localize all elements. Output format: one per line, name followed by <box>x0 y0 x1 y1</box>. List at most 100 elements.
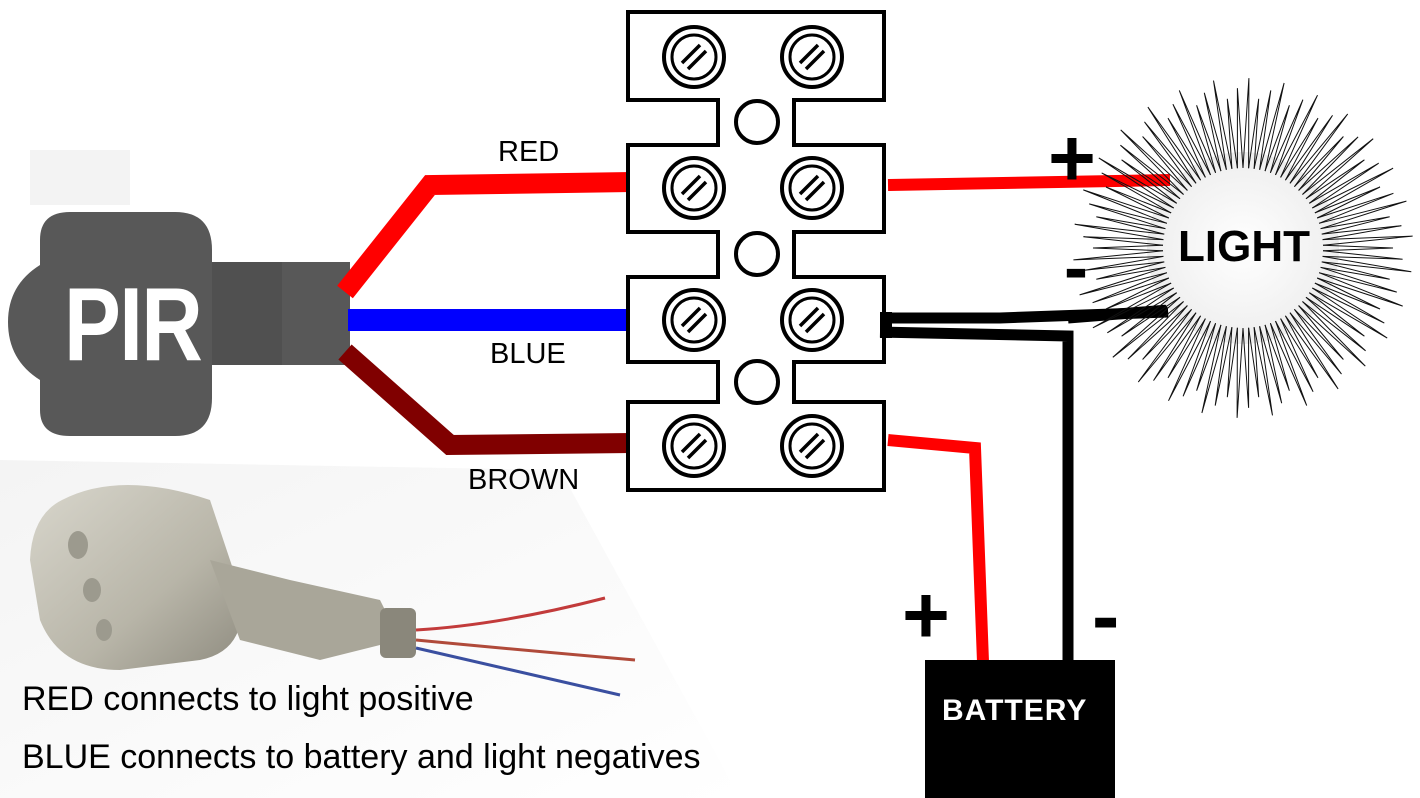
terminal-block <box>626 10 886 492</box>
light-ray <box>1284 312 1339 390</box>
screw-head <box>670 422 718 470</box>
light-positive-wire <box>887 174 1171 191</box>
screw-slot <box>798 432 826 460</box>
brown-wire <box>338 344 633 456</box>
light-label: LIGHT <box>1178 222 1310 271</box>
photo-blue-wire <box>415 646 621 697</box>
light-ray <box>1079 266 1168 296</box>
light-ray <box>1121 159 1181 204</box>
screw-slot <box>680 306 708 334</box>
light-ray <box>1305 159 1365 204</box>
screw-head <box>788 422 836 470</box>
light-ray <box>1242 327 1250 408</box>
light-ray <box>1213 80 1233 170</box>
light-ray <box>1302 138 1374 200</box>
light-ray <box>1275 94 1318 178</box>
light-ray <box>1226 327 1238 398</box>
terminal-screws <box>662 25 844 478</box>
light-minus-sign: - <box>1064 228 1088 308</box>
light-ray <box>1317 192 1394 224</box>
light-ray <box>1318 266 1397 293</box>
light-plus-sign: + <box>1048 113 1096 204</box>
light-ray <box>1253 90 1272 170</box>
sensor-head <box>30 485 242 670</box>
light-ray <box>1259 324 1283 404</box>
screw-head <box>670 296 718 344</box>
light-ray <box>1096 261 1166 280</box>
screw-head <box>788 33 836 81</box>
light-ray <box>1289 309 1342 375</box>
battery-minus-sign: - <box>1092 571 1120 662</box>
light-ray <box>1142 136 1192 191</box>
light-ray <box>1153 312 1202 381</box>
light-ray <box>1236 88 1244 169</box>
light-ray <box>1092 282 1174 329</box>
light-ray <box>1201 324 1227 414</box>
pir-neck <box>212 262 282 365</box>
light-ray <box>1314 186 1381 219</box>
photo-artifact <box>30 150 130 205</box>
light-ray <box>1214 326 1233 406</box>
light-ray <box>1248 327 1260 398</box>
sensor-lens-icon <box>68 531 88 559</box>
light-ray <box>1312 167 1394 214</box>
red-wire <box>337 172 633 299</box>
light-ray <box>1302 296 1366 352</box>
light-ray <box>1305 292 1365 337</box>
screw-head <box>788 296 836 344</box>
light-ray <box>1309 162 1379 209</box>
light-bulb-icon <box>1073 78 1413 418</box>
light-ray <box>1280 315 1319 379</box>
battery-positive-wire <box>887 434 989 663</box>
photo-red-wire <box>415 596 606 632</box>
light-ray <box>1120 144 1184 200</box>
light-ray <box>1137 309 1197 383</box>
light-ray <box>1112 296 1184 358</box>
light-ray <box>1322 235 1413 246</box>
light-ray <box>1172 103 1211 178</box>
light-ray <box>1167 315 1206 379</box>
light-ray <box>1226 98 1238 169</box>
light-ray <box>1236 327 1244 418</box>
light-ray <box>1269 99 1304 176</box>
light-ray <box>1320 216 1390 235</box>
battery-plus-sign: + <box>902 570 950 661</box>
light-ray <box>1083 189 1169 224</box>
light-ray <box>1321 255 1412 273</box>
light-ray <box>1168 318 1211 402</box>
light-rays <box>1073 78 1413 418</box>
light-ray <box>1322 250 1403 260</box>
light-ray <box>1084 255 1165 271</box>
light-ray <box>1269 320 1308 406</box>
screw-slot <box>798 174 826 202</box>
light-ray <box>1294 305 1344 360</box>
light-ray <box>1309 287 1388 339</box>
light-ray <box>1317 272 1403 307</box>
light-ray <box>1147 106 1202 184</box>
light-ray <box>1259 82 1285 172</box>
pir-sensor <box>8 212 350 436</box>
light-ray <box>1107 287 1177 334</box>
light-ray <box>1298 136 1359 195</box>
light-ray <box>1098 157 1177 209</box>
light-ray <box>1105 186 1172 219</box>
light-ray <box>1253 326 1273 416</box>
light-ray <box>1092 244 1164 252</box>
light-ray <box>1182 320 1217 397</box>
light-ray <box>1248 98 1260 169</box>
light-ray <box>1142 305 1192 360</box>
sensor-lens-icon <box>96 619 112 641</box>
sensor-gland <box>380 608 416 658</box>
light-ray <box>1298 301 1366 367</box>
battery-body <box>925 660 1115 798</box>
light-ray <box>1092 272 1169 304</box>
light-ray <box>1073 250 1164 261</box>
pir-label: PIR <box>64 267 203 383</box>
screw-slot <box>680 432 708 460</box>
wire-junction <box>880 312 892 338</box>
battery-negative-wire <box>879 326 1074 662</box>
light-ray <box>1322 244 1394 252</box>
mounting-hole <box>734 359 780 405</box>
screw-head <box>670 33 718 81</box>
red-note: RED connects to light positive <box>22 680 474 718</box>
